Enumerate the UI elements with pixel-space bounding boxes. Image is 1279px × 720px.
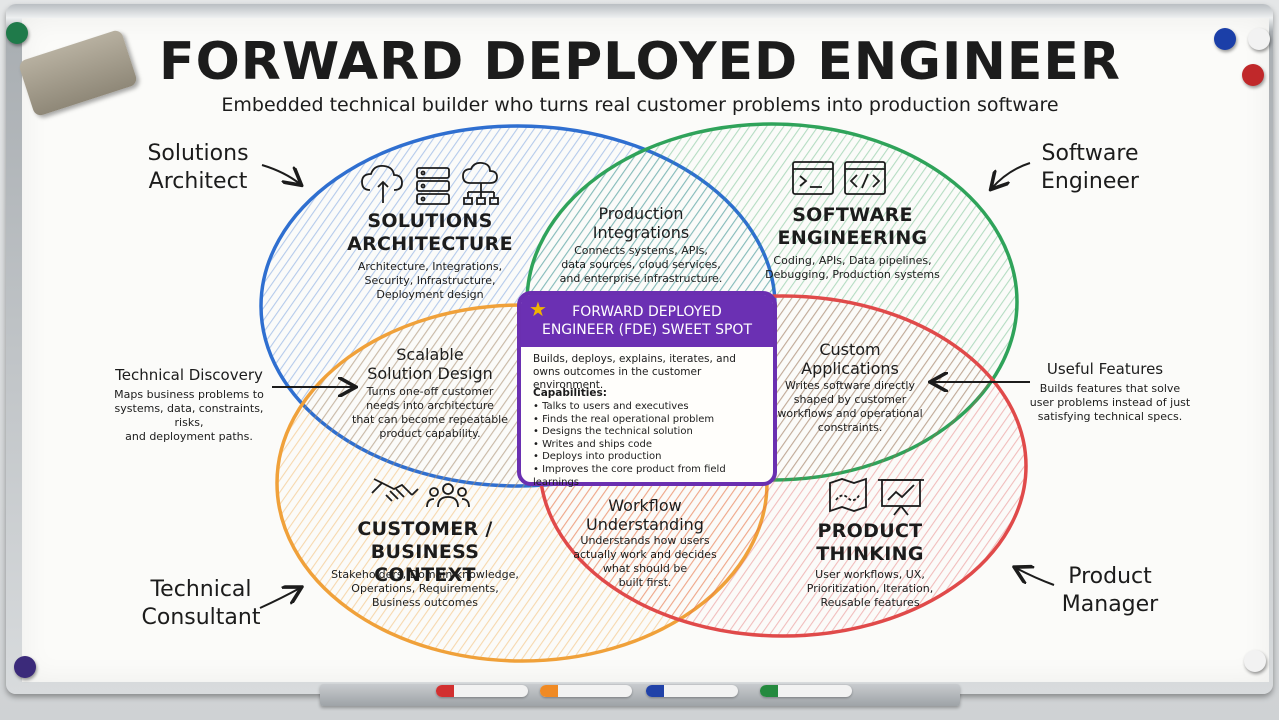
magnet-blue	[1214, 28, 1236, 50]
marker-tray	[320, 684, 960, 706]
custom-applications-body: Writes software directly shaped by custo…	[777, 379, 923, 434]
server-rack-icon	[416, 167, 450, 205]
fde-capabilities-label: Capabilities:	[533, 387, 607, 399]
fde-capabilities-list: • Talks to users and executives • Finds …	[533, 401, 773, 489]
custom-applications-heading: Custom Applications	[801, 340, 899, 378]
technical-discovery-body: Maps business problems to systems, data,…	[114, 388, 264, 443]
code-icon	[844, 161, 886, 195]
map-icon	[829, 477, 867, 513]
people-icon	[426, 483, 470, 508]
arrow-technical-consultant	[259, 588, 300, 609]
role-software-engineer: Software Engineer	[1041, 141, 1139, 194]
magnet-white-bottom	[1244, 650, 1266, 672]
workflow-understanding-body: Understands how users actually work and …	[573, 534, 717, 589]
magnet-red	[1242, 64, 1264, 86]
list-item: • Improves the core product from field l…	[533, 463, 726, 488]
product-thinking-body: User workflows, UX, Prioritization, Iter…	[806, 568, 934, 609]
fde-sweet-spot-lead: Builds, deploys, explains, iterates, and…	[533, 353, 736, 391]
arrow-product-manager	[1016, 568, 1055, 586]
fde-sweet-spot-heading: FORWARD DEPLOYED ENGINEER (FDE) SWEET SP…	[541, 304, 752, 338]
arrow-solutions-architect	[261, 164, 300, 184]
useful-features-heading: Useful Features	[1046, 360, 1164, 378]
software-engineering-heading: SOFTWARE ENGINEERING	[777, 204, 928, 249]
orange-marker[interactable]	[540, 685, 632, 697]
terminal-icon	[792, 161, 834, 195]
list-item: • Designs the technical solution	[533, 426, 693, 438]
list-item: • Talks to users and executives	[533, 401, 689, 412]
arrow-software-engineer	[992, 162, 1031, 188]
green-marker[interactable]	[760, 685, 852, 697]
product-thinking-heading: PRODUCT THINKING	[816, 520, 924, 565]
scalable-solution-design-body: Turns one-off customer needs into archit…	[352, 385, 508, 440]
solutions-architecture-heading: SOLUTIONS ARCHITECTURE	[347, 210, 513, 255]
production-integrations-heading: Production Integrations	[592, 204, 690, 242]
magnet-white-top	[1248, 28, 1270, 50]
presentation-chart-icon	[878, 479, 924, 516]
star-icon: ★	[529, 297, 547, 321]
role-solutions-architect: Solutions Architect	[147, 141, 249, 194]
cloud-upload-icon	[361, 165, 403, 203]
role-product-manager: Product Manager	[1061, 564, 1159, 617]
role-technical-consultant: Technical Consultant	[141, 577, 261, 630]
useful-features-body: Builds features that solve user problems…	[1029, 382, 1191, 423]
magnet-purple	[14, 656, 36, 678]
list-item: • Finds the real operational problem	[533, 413, 715, 425]
workflow-understanding-heading: Workflow Understanding	[586, 496, 704, 534]
magnet-green	[6, 22, 28, 44]
handshake-icon	[371, 478, 419, 502]
scalable-solution-design-heading: Scalable Solution Design	[367, 345, 493, 383]
fde-sweet-spot-box: ★ FORWARD DEPLOYED ENGINEER (FDE) SWEET …	[517, 291, 777, 489]
blue-marker[interactable]	[646, 685, 738, 697]
customer-business-body: Stakeholders, Domain knowledge, Operatio…	[331, 568, 519, 609]
network-icon	[462, 161, 499, 205]
technical-discovery-heading: Technical Discovery	[115, 366, 263, 384]
production-integrations-body: Connects systems, APIs, data sources, cl…	[559, 244, 723, 285]
list-item: • Writes and ships code	[533, 438, 653, 450]
customer-business-heading: CUSTOMER / BUSINESS CONTEXT	[357, 518, 493, 586]
page-title: FORWARD DEPLOYED ENGINEER	[159, 32, 1121, 92]
solutions-architecture-body: Architecture, Integrations, Security, In…	[357, 260, 503, 301]
list-item: • Deploys into production	[533, 451, 662, 463]
fde-sweet-spot-header: ★ FORWARD DEPLOYED ENGINEER (FDE) SWEET …	[521, 295, 773, 347]
red-marker[interactable]	[436, 685, 528, 697]
page-subtitle: Embedded technical builder who turns rea…	[221, 94, 1059, 116]
software-engineering-body: Coding, APIs, Data pipelines, Debugging,…	[765, 254, 940, 281]
